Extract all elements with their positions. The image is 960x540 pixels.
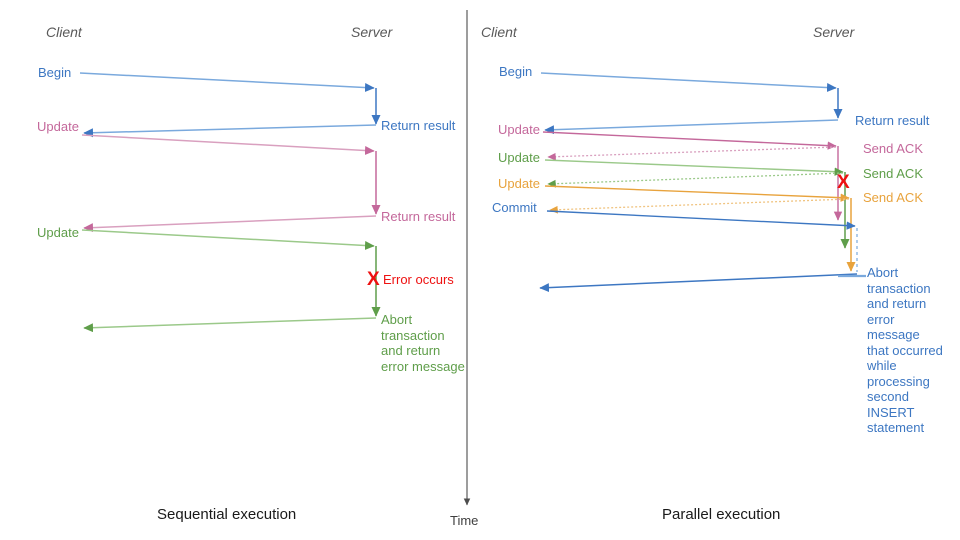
arrow-return-result-pink [83, 215, 377, 233]
arrow-send-ack-pink [547, 146, 837, 161]
arrow-update2-request [81, 229, 375, 251]
parallel-client-header: Client [481, 24, 517, 40]
sequential-client-msg-update-2: Update [37, 225, 79, 240]
parallel-server-msg-send-ack-2: Send ACK [863, 166, 923, 181]
parallel-server-header: Server [813, 24, 855, 40]
parallel-server-msg-abort: Abort transaction and return error messa… [867, 265, 943, 435]
arrow-send-ack-green [547, 172, 844, 188]
parallel-server-msg-return-result: Return result [855, 113, 930, 128]
sequential-client-header: Client [46, 24, 82, 40]
sequential-server-msg-abort: Abort transaction and return error messa… [381, 312, 465, 374]
sequential-server-header: Server [351, 24, 393, 40]
arrow-update2-request-p [544, 159, 844, 176]
arrow-send-ack-orange [549, 198, 850, 214]
parallel-panel-caption: Parallel execution [662, 506, 781, 523]
sequential-client-msg-begin: Begin [38, 65, 72, 80]
arrow-return-result-blue [83, 124, 377, 138]
arrow-return-result-blue-p [544, 119, 839, 135]
arrow-abort-return-blue-p [539, 273, 858, 293]
error-x-icon-parallel: X [837, 172, 850, 193]
arrow-commit-request-p [546, 210, 856, 230]
time-axis-label: Time [450, 513, 479, 528]
arrow-begin-request [79, 72, 375, 93]
parallel-client-msg-update-3: Update [498, 176, 540, 191]
parallel-client-msg-begin: Begin [499, 64, 533, 79]
parallel-server-msg-send-ack-3: Send ACK [863, 190, 923, 205]
parallel-client-msg-commit: Commit [492, 200, 537, 215]
sequential-client-msg-update-1: Update [37, 119, 79, 134]
arrow-update1-request [81, 134, 375, 156]
parallel-server-msg-send-ack-1: Send ACK [863, 141, 923, 156]
arrow-abort-return-green [83, 317, 377, 333]
arrow-update3-request-p [544, 185, 850, 202]
sequential-server-msg-error-occurs: Error occurs [383, 272, 454, 287]
sequential-server-msg-return-result-2: Return result [381, 209, 456, 224]
parallel-client-msg-update-1: Update [498, 122, 540, 137]
arrow-begin-request-p [540, 72, 837, 93]
parallel-panel-arrows [539, 72, 866, 293]
sequential-panel-arrows [79, 72, 381, 333]
sequential-panel-caption: Sequential execution [157, 506, 297, 523]
parallel-client-msg-update-2: Update [498, 150, 540, 165]
arrow-update1-request-p [542, 131, 837, 150]
error-x-icon-sequential: X [367, 269, 380, 290]
sequential-server-msg-return-result-1: Return result [381, 118, 456, 133]
